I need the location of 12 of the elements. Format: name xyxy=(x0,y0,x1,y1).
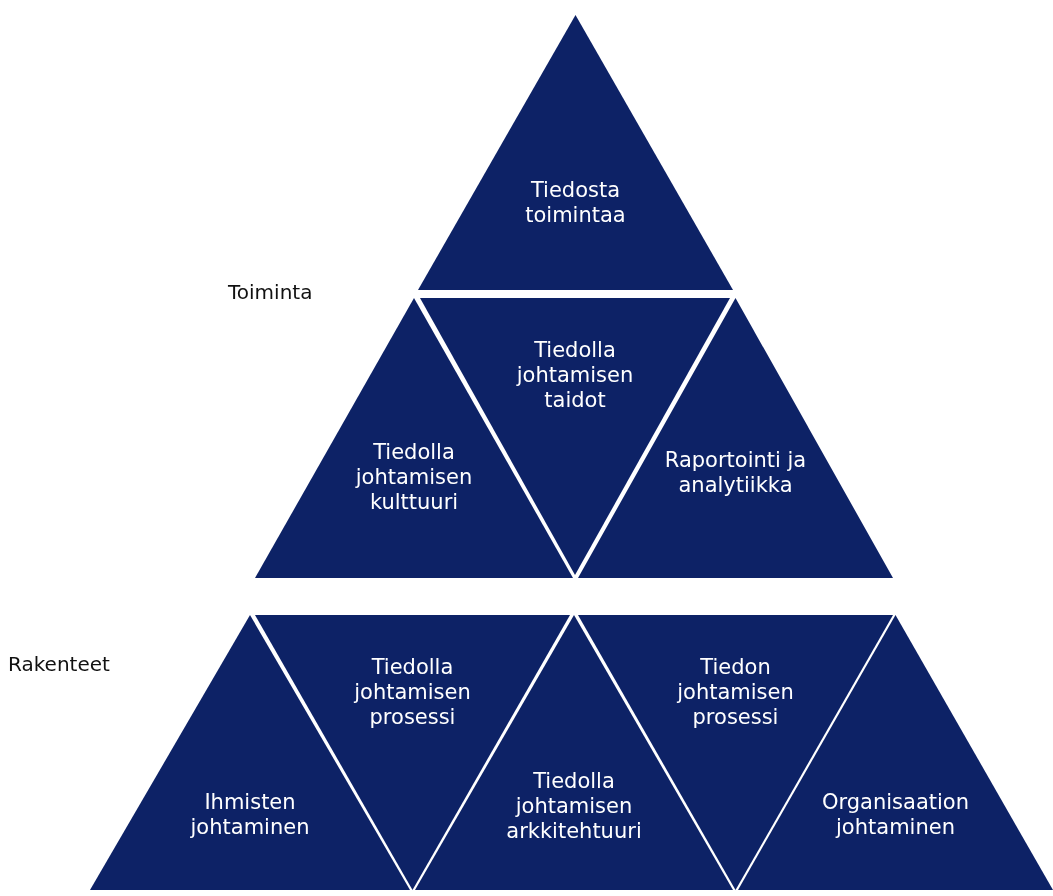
tile-text: Tiedon johtamisen prosessi xyxy=(676,655,795,731)
level-label: Toiminta xyxy=(228,280,313,304)
tile-text: Tiedolla johtamisen arkkitehtuuri xyxy=(505,769,643,845)
triangle-tile xyxy=(418,15,733,290)
level-label: Rakenteet xyxy=(8,652,110,676)
tile-text: Tiedolla johtamisen taidot xyxy=(515,338,635,414)
tile-text: Ihmisten johtaminen xyxy=(189,789,311,841)
tile-text: Tiedosta toimintaa xyxy=(524,177,627,229)
tile-text: Organisaation johtaminen xyxy=(820,789,970,841)
tile-text: Raportointi ja analytiikka xyxy=(663,447,808,499)
tile-text: Tiedolla johtamisen prosessi xyxy=(353,655,472,731)
tile-text: Tiedolla johtamisen kulttuuri xyxy=(354,440,474,516)
